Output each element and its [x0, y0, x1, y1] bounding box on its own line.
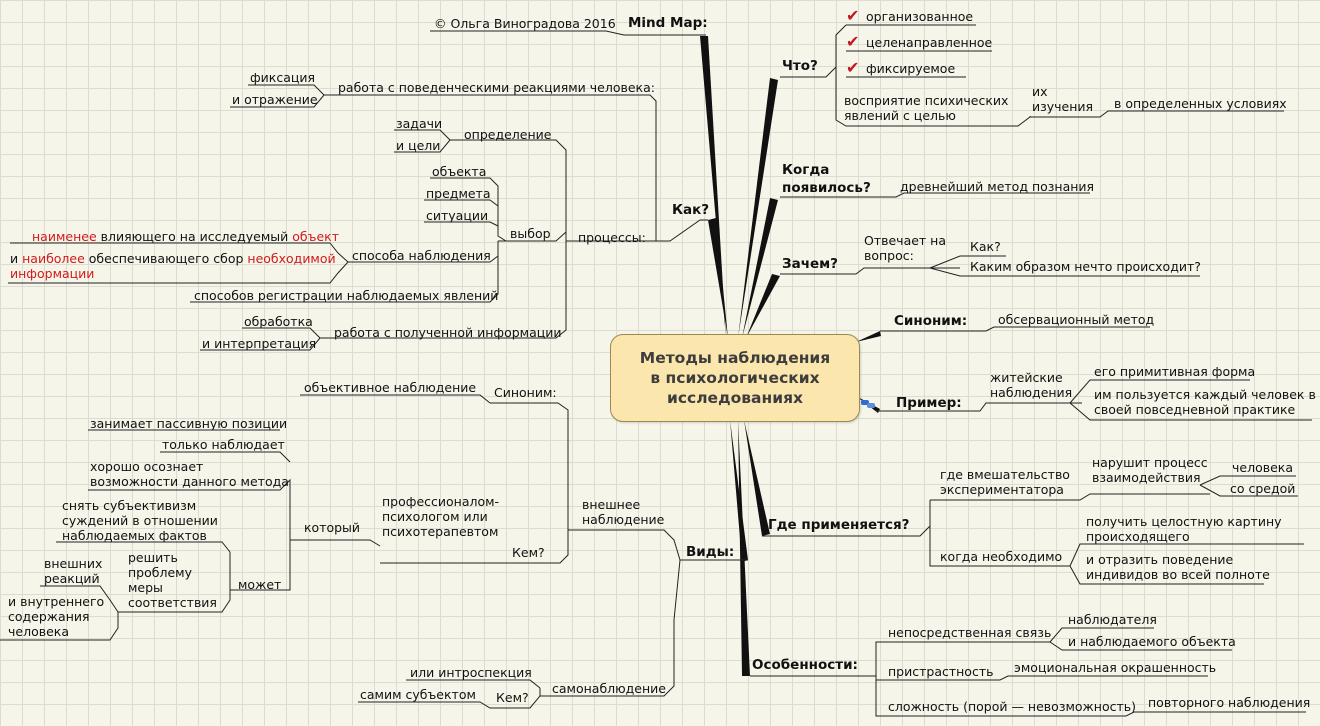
kak-received[interactable]: работа с полученной информации: [334, 325, 562, 340]
osob-observed[interactable]: и наблюдаемого объекта: [1068, 634, 1236, 649]
branch-kak: [708, 218, 728, 338]
kak-processing[interactable]: обработка: [244, 314, 313, 329]
kak-goals[interactable]: и цели: [396, 138, 441, 153]
osob-emotional[interactable]: эмоциональная окрашенность: [1014, 660, 1217, 675]
vidy-by-subject[interactable]: самим субъектом: [360, 687, 476, 702]
primer-everyday[interactable]: житейские наблюдения: [990, 370, 1073, 400]
gde-environment[interactable]: со средой: [1230, 481, 1296, 496]
copyright-note: © Ольга Виноградова 2016: [434, 16, 616, 31]
kak-choice[interactable]: выбор: [510, 226, 551, 241]
central-topic[interactable]: Методы наблюдения в психологических иссл…: [610, 334, 860, 422]
vidy-internal[interactable]: и внутреннего содержания человека: [8, 594, 105, 639]
chto-conditions[interactable]: в определенных условиях: [1114, 96, 1287, 111]
kak-reflection[interactable]: и отражение: [232, 92, 318, 107]
zachem-answers[interactable]: Отвечает на вопрос:: [864, 233, 947, 263]
vidy-objective[interactable]: объективное наблюдение: [304, 380, 477, 395]
kak-definition[interactable]: определение: [464, 127, 552, 142]
vidy-can[interactable]: может: [238, 577, 282, 592]
vidy-external[interactable]: внешнее наблюдение: [582, 497, 665, 527]
branch-vidy: [730, 420, 748, 562]
zachem-kak[interactable]: Как?: [970, 239, 1001, 254]
vidy-synonym[interactable]: Синоним:: [494, 385, 557, 400]
gde-interference[interactable]: где вмешательство экспериментатора: [940, 467, 1070, 497]
vidy-external-reactions[interactable]: внешних реакций: [44, 556, 103, 586]
gde-necessary[interactable]: когда необходимо: [940, 549, 1063, 564]
kogda-answer[interactable]: древнейший метод познания: [900, 179, 1095, 194]
zachem-how[interactable]: Каким образом нечто происходит?: [970, 259, 1201, 274]
mindmap-title[interactable]: Mind Map:: [628, 15, 708, 31]
vidy-passive[interactable]: занимает пассивную позиции: [90, 416, 288, 431]
vidy-who[interactable]: Кем?: [512, 545, 545, 560]
vidy-solve[interactable]: решить проблему меры соответствия: [128, 550, 217, 610]
vidy-only[interactable]: только наблюдает: [162, 437, 285, 452]
osob-complexity[interactable]: сложность (порой — невозможность): [888, 699, 1137, 714]
gde-person[interactable]: человека: [1232, 460, 1293, 475]
topic-osob[interactable]: Особенности:: [752, 657, 858, 673]
chto-item-purposeful[interactable]: ✔целенаправленное: [846, 32, 993, 51]
kak-least-influencing[interactable]: наименее влияющего на исследуемый объект: [32, 229, 339, 244]
osob-direct[interactable]: непосредственная связь: [888, 625, 1052, 640]
kak-most-ensuring[interactable]: и наиболее обеспечивающего сбор необходи…: [10, 251, 336, 281]
checkmark-icon: ✔: [846, 32, 860, 51]
vidy-professional[interactable]: профессионалом- психологом или психотера…: [382, 494, 500, 539]
checkmark-icon: ✔: [846, 6, 860, 25]
vidy-remove[interactable]: снять субъективизм суждений в отношении …: [62, 498, 218, 543]
checkmark-icon: ✔: [846, 58, 860, 77]
sub-links: [0, 24, 1312, 717]
osob-repeat[interactable]: повторного наблюдения: [1148, 695, 1311, 710]
vidy-intro[interactable]: или интроспекция: [410, 665, 532, 680]
kak-work[interactable]: работа с поведенческими реакциями челове…: [338, 80, 655, 95]
osob-bias[interactable]: пристрастность: [888, 664, 994, 679]
gde-reflect[interactable]: и отразить поведение индивидов во всей п…: [1086, 552, 1270, 582]
branch-chto: [738, 78, 778, 338]
branch-sinonim: [856, 331, 881, 342]
topic-zachem[interactable]: Зачем?: [782, 256, 838, 272]
vidy-self[interactable]: самонаблюдение: [552, 681, 666, 696]
chto-perception[interactable]: восприятие психических явлений с целью: [844, 93, 1009, 123]
branch-zachem: [746, 274, 780, 338]
primer-primitive[interactable]: его примитивная форма: [1094, 364, 1256, 379]
kak-processes[interactable]: процессы:: [578, 230, 646, 245]
primer-everyone[interactable]: им пользуется каждый человек в своей пов…: [1094, 387, 1316, 417]
gde-disrupt[interactable]: нарушит процесс взаимодействия: [1092, 455, 1208, 485]
vidy-who2[interactable]: Кем?: [496, 690, 529, 705]
kak-situation[interactable]: ситуации: [426, 208, 489, 223]
sinonim-value[interactable]: обсервационный метод: [998, 312, 1155, 327]
chto-study[interactable]: их изучения: [1032, 84, 1094, 114]
vidy-aware[interactable]: хорошо осознает возможности данного мето…: [90, 459, 289, 489]
topic-kogda[interactable]: Когда появилось?: [782, 162, 871, 196]
kak-subject[interactable]: предмета: [426, 186, 491, 201]
gde-whole[interactable]: получить целостную картину происходящего: [1086, 514, 1282, 544]
kak-object[interactable]: объекта: [432, 164, 487, 179]
chto-item-recorded[interactable]: ✔фиксируемое: [846, 58, 956, 77]
topic-kak[interactable]: Как?: [672, 202, 710, 218]
topic-gde[interactable]: Где применяется?: [768, 517, 910, 533]
topic-vidy[interactable]: Виды:: [686, 544, 735, 560]
kak-interpretation[interactable]: и интерпретация: [202, 336, 317, 351]
kak-tasks[interactable]: задачи: [396, 116, 443, 131]
kak-method[interactable]: способа наблюдения: [352, 248, 491, 263]
osob-observer[interactable]: наблюдателя: [1068, 612, 1157, 627]
kak-fix[interactable]: фиксация: [250, 70, 316, 85]
topic-chto[interactable]: Что?: [782, 58, 818, 74]
vidy-which[interactable]: который: [304, 520, 361, 535]
branch-gde: [744, 420, 770, 536]
hyperlink-icon[interactable]: [860, 398, 876, 410]
kak-registration[interactable]: способов регистрации наблюдаемых явлений: [194, 288, 499, 303]
chto-item-organized[interactable]: ✔организованное: [846, 6, 974, 25]
topic-sinonim[interactable]: Синоним:: [894, 313, 968, 329]
branch-kogda: [742, 198, 778, 338]
topic-primer[interactable]: Пример:: [896, 395, 962, 411]
